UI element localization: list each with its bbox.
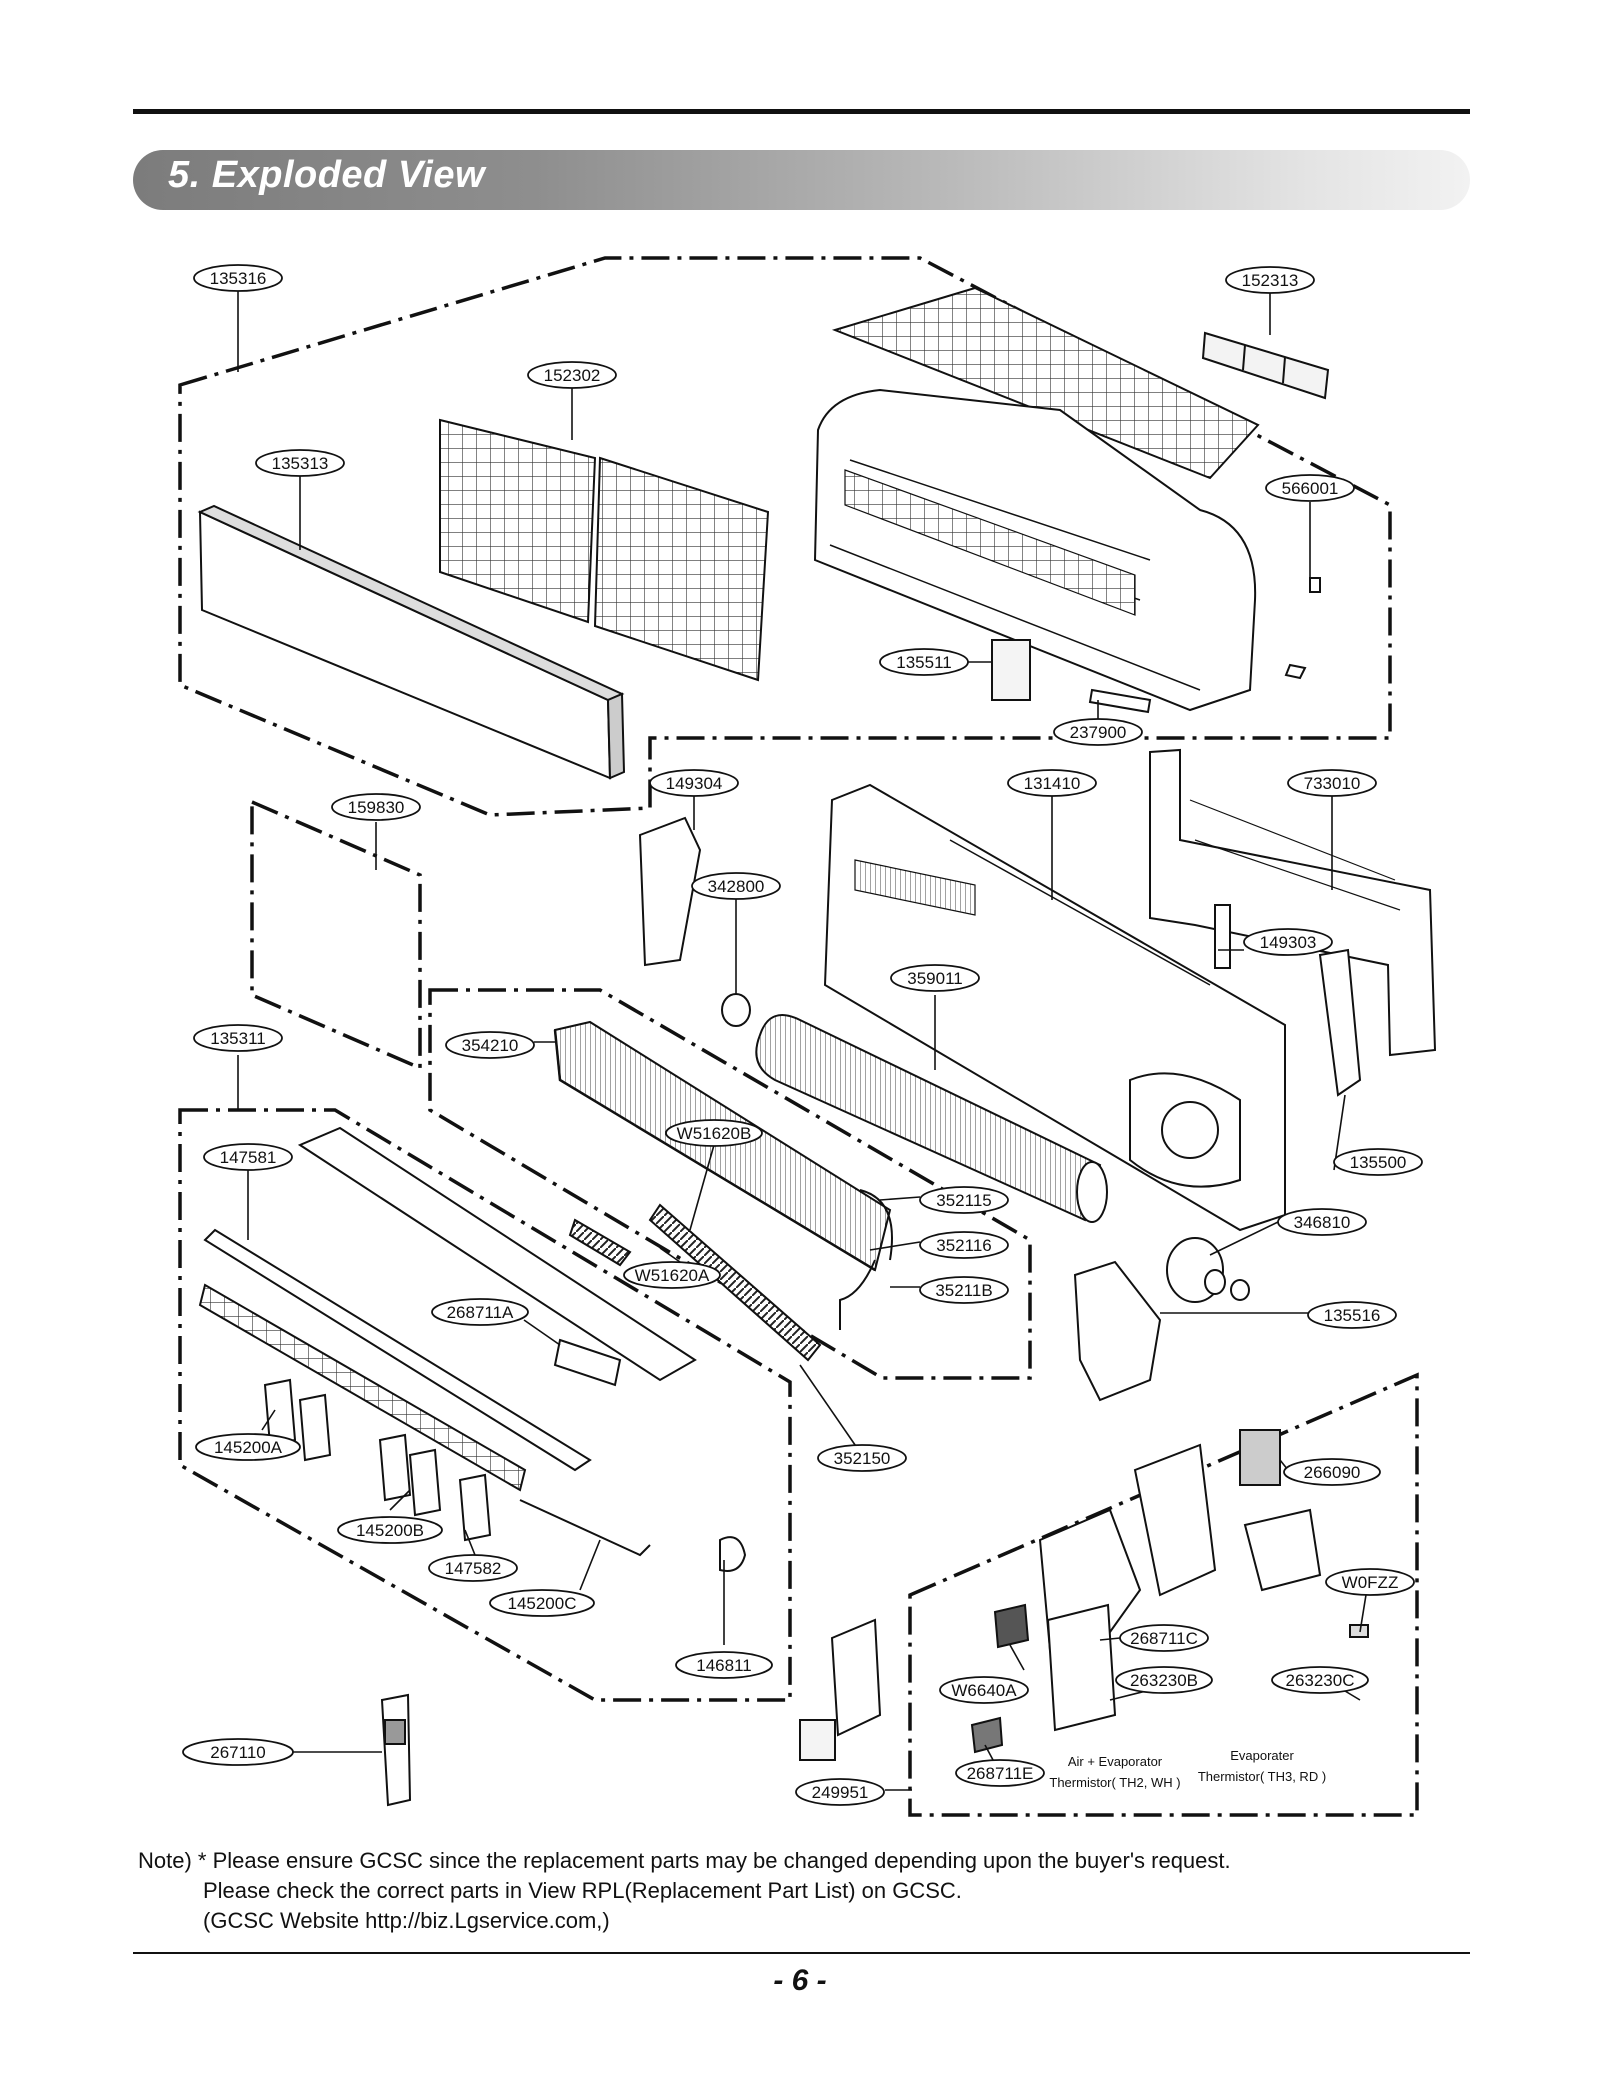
th3-caption-line1: Evaporater	[1230, 1748, 1294, 1763]
note-line-1: Note) * Please ensure GCSC since the rep…	[138, 1848, 1231, 1873]
section-title: 5. Exploded View	[168, 154, 486, 196]
callout-label: 135500	[1350, 1153, 1407, 1172]
horizontal-louvers	[263, 1378, 492, 1542]
callout-label: 147582	[445, 1559, 502, 1578]
control-box-group-outline	[908, 1372, 1419, 1817]
callout-label: 149304	[666, 774, 723, 793]
callout-label: 152302	[544, 366, 601, 385]
thermistor-captions: Air + Evaporator Thermistor( TH2, WH ) E…	[1049, 1748, 1326, 1790]
callout-label: 249951	[812, 1783, 869, 1802]
bracket-left	[638, 816, 702, 967]
filter-group-outline	[250, 799, 422, 1071]
main-pcb	[1046, 1603, 1117, 1732]
note-line-3: (GCSC Website http://biz.Lgservice.com,)	[203, 1908, 610, 1933]
th2-caption-line1: Air + Evaporator	[1068, 1754, 1163, 1769]
transformer	[1239, 1429, 1281, 1486]
callout-label: 352150	[834, 1449, 891, 1468]
callout-label: 346810	[1294, 1213, 1351, 1232]
air-filter-right	[593, 456, 770, 682]
callout-label: 159830	[348, 798, 405, 817]
note-block: Note) * Please ensure GCSC since the rep…	[138, 1846, 1231, 1936]
front-panel-group-outline	[178, 256, 1392, 817]
callout-label: 263230B	[1130, 1671, 1198, 1690]
callout-label: 359011	[907, 969, 962, 988]
drain-hose	[648, 1203, 822, 1362]
drain-pan	[297, 1126, 697, 1382]
section-header-bar	[133, 150, 1470, 210]
remote-controller	[380, 1693, 412, 1807]
note-line-2: Please check the correct parts in View R…	[203, 1878, 962, 1903]
deodorizing-filter	[1201, 331, 1330, 400]
callout-label: 263230C	[1285, 1671, 1354, 1690]
display-window	[1088, 688, 1152, 714]
callout-label: W51620B	[677, 1124, 752, 1143]
callout-label: 135511	[896, 653, 951, 672]
sensor-holder	[991, 639, 1031, 701]
callout-label: 145200B	[356, 1521, 424, 1540]
callout-label: W6640A	[951, 1681, 1017, 1700]
callout-label: W51620A	[635, 1266, 710, 1285]
bottom-rule	[133, 1952, 1470, 1954]
callout-label: 146811	[696, 1656, 751, 1675]
callout-label: 237900	[1070, 723, 1127, 742]
callout-label: W0FZZ	[1342, 1573, 1399, 1592]
callout-label: 352115	[936, 1191, 991, 1210]
discharge-group-outline	[178, 1108, 792, 1702]
top-rule	[133, 109, 1470, 114]
callout-label: 352116	[936, 1236, 991, 1255]
vertical-louvers	[198, 1283, 527, 1492]
callout-label: 733010	[1304, 774, 1361, 793]
callout-label: 266090	[1304, 1463, 1361, 1482]
group-outlines	[178, 256, 1419, 1817]
callout-label: 152313	[1242, 271, 1299, 290]
callout-label: 135313	[272, 454, 329, 473]
bracket-right	[1318, 948, 1362, 1097]
callout-label: 354210	[462, 1036, 519, 1055]
terminal-block	[1243, 1508, 1322, 1592]
bearing-holder	[721, 993, 751, 1027]
callout-label: 566001	[1282, 479, 1339, 498]
th3-caption-line2: Thermistor( TH3, RD )	[1198, 1769, 1326, 1784]
air-filter-left	[439, 418, 597, 624]
callout-label: 268711E	[967, 1764, 1034, 1783]
part-drawings	[197, 286, 1437, 1807]
callout-label: 35211B	[935, 1281, 992, 1300]
page-number: - 6 -	[773, 1964, 827, 1997]
louver-link	[519, 1499, 651, 1557]
callout-label: 342800	[708, 877, 765, 896]
control-box-cover	[830, 1618, 882, 1737]
step-motor	[719, 1536, 747, 1572]
callout-label: 135316	[210, 269, 267, 288]
deflector-panel	[203, 1228, 592, 1472]
callout-label: 267110	[210, 1743, 265, 1762]
callout-label: 145200C	[507, 1594, 576, 1613]
callout-label: 147581	[220, 1148, 277, 1167]
evaporator-group-outline	[428, 988, 1032, 1380]
display-pcb	[553, 1338, 622, 1387]
callout-label: 149303	[1260, 933, 1317, 952]
installation-plate	[1149, 748, 1437, 1057]
callout-label: 135311	[210, 1029, 265, 1048]
motor-cover	[1073, 1260, 1162, 1402]
callout-label: 268711C	[1130, 1629, 1198, 1648]
callout-label: 145200A	[214, 1438, 283, 1457]
callout-labels: 135316 152313 152302 135313 566001 13551…	[210, 269, 1407, 1802]
th2-caption-line2: Thermistor( TH2, WH )	[1049, 1775, 1180, 1790]
callout-ovals	[182, 264, 1423, 1806]
callout-label: 268711A	[447, 1303, 514, 1322]
callout-label: 135516	[1324, 1306, 1381, 1325]
callout-label: 131410	[1024, 774, 1081, 793]
